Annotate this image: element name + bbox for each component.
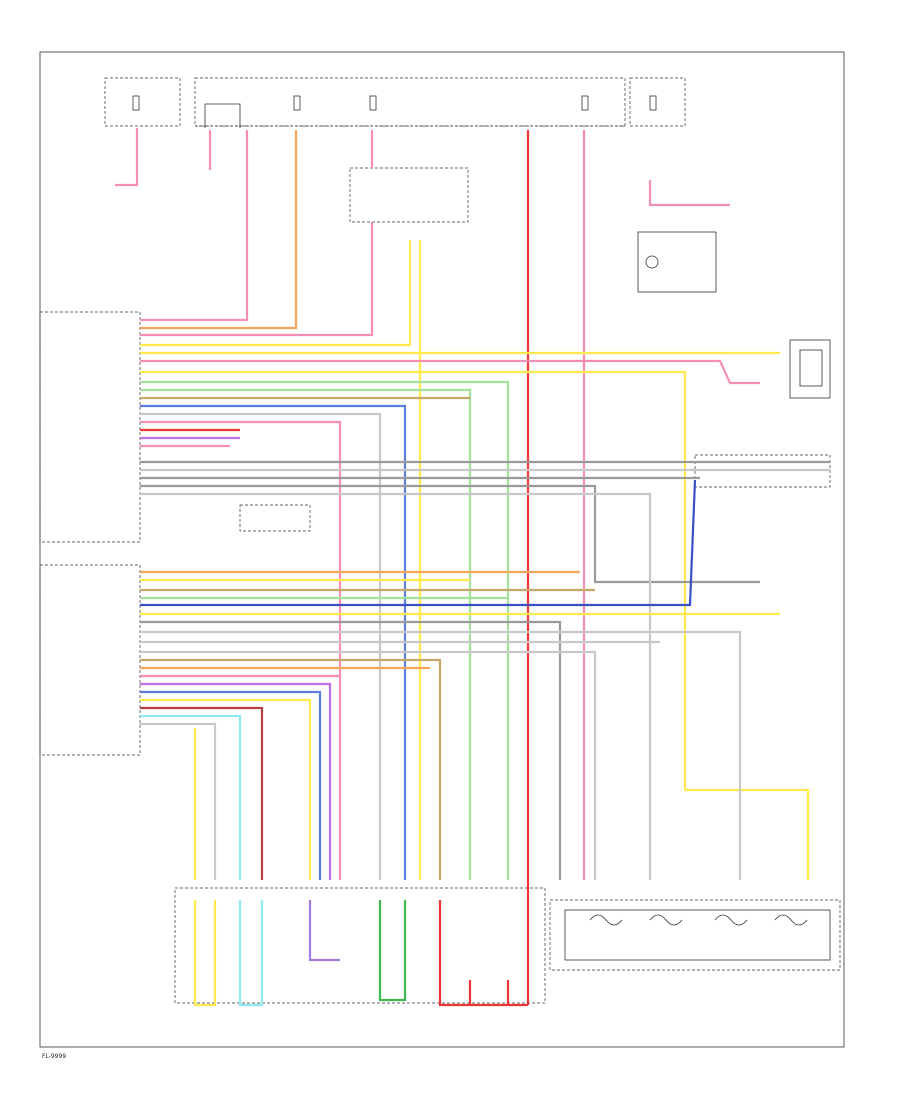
- lamp-symbol: [645, 255, 659, 269]
- loop-red-solenoids: [438, 900, 528, 1007]
- solenoid-coils: [589, 914, 808, 926]
- fuse-symbols: [132, 95, 657, 128]
- wire-c2-lightgray: [140, 630, 742, 880]
- wire-c1-pink-2: [140, 420, 342, 880]
- loop-sensor-2: [238, 900, 264, 1007]
- solenoid-pack: [564, 909, 831, 961]
- wire-c1-lightgreen-2: [140, 388, 472, 880]
- splice-box: [239, 504, 311, 532]
- wire-c2-purple: [140, 682, 332, 880]
- sensor-connector-right: [789, 339, 831, 399]
- wire-c2-lightgray-3: [140, 650, 597, 880]
- wire-c2-gray: [140, 620, 562, 880]
- wire-c1-lightgray-2: [140, 492, 652, 880]
- wire-c2-blue: [140, 690, 322, 880]
- fuse-block-main: [194, 77, 626, 127]
- wire-blue-vss: [140, 479, 697, 607]
- pcm-connector-c1: [39, 311, 141, 543]
- instrument-cluster-box: [637, 231, 717, 293]
- wire-c2-tan-2: [140, 658, 442, 880]
- footer-code: FL-9999: [42, 1053, 66, 1060]
- wire-relay-out-2: [140, 240, 412, 347]
- wire-c2-ltblue: [140, 714, 242, 880]
- wire-pink-cluster: [648, 180, 730, 207]
- wire-orange-feed: [140, 130, 298, 330]
- loop-sensor-4: [378, 900, 407, 1002]
- wire-c1-gray: [140, 412, 382, 880]
- loop-sensor-3: [308, 900, 340, 962]
- wire-c1-gray-3: [140, 484, 760, 584]
- wire-c1-yellow-to-trans: [140, 370, 810, 880]
- transmission-solenoid-block: [549, 899, 841, 971]
- wire-c2-darkred: [140, 706, 264, 880]
- wire-fuse-3: [140, 130, 249, 322]
- wire-fuse-left: [115, 128, 139, 187]
- fuse-block-right: [629, 77, 686, 127]
- transmission-harness: [174, 887, 546, 1004]
- pcm-connector-c2: [39, 564, 141, 756]
- wire-c2-yellow-2: [140, 698, 312, 880]
- fuse-block-left: [104, 77, 181, 127]
- wire-c1-lightgreen: [140, 380, 510, 880]
- wire-relay-out-1: [140, 222, 374, 337]
- diagram-frame: [39, 51, 845, 1048]
- relay-box: [349, 167, 469, 223]
- wire-c1-pink-long: [140, 359, 760, 385]
- wire-c1-blue: [140, 404, 407, 880]
- loop-sensor-1: [193, 900, 217, 1007]
- wire-c2-gray-2: [140, 722, 217, 880]
